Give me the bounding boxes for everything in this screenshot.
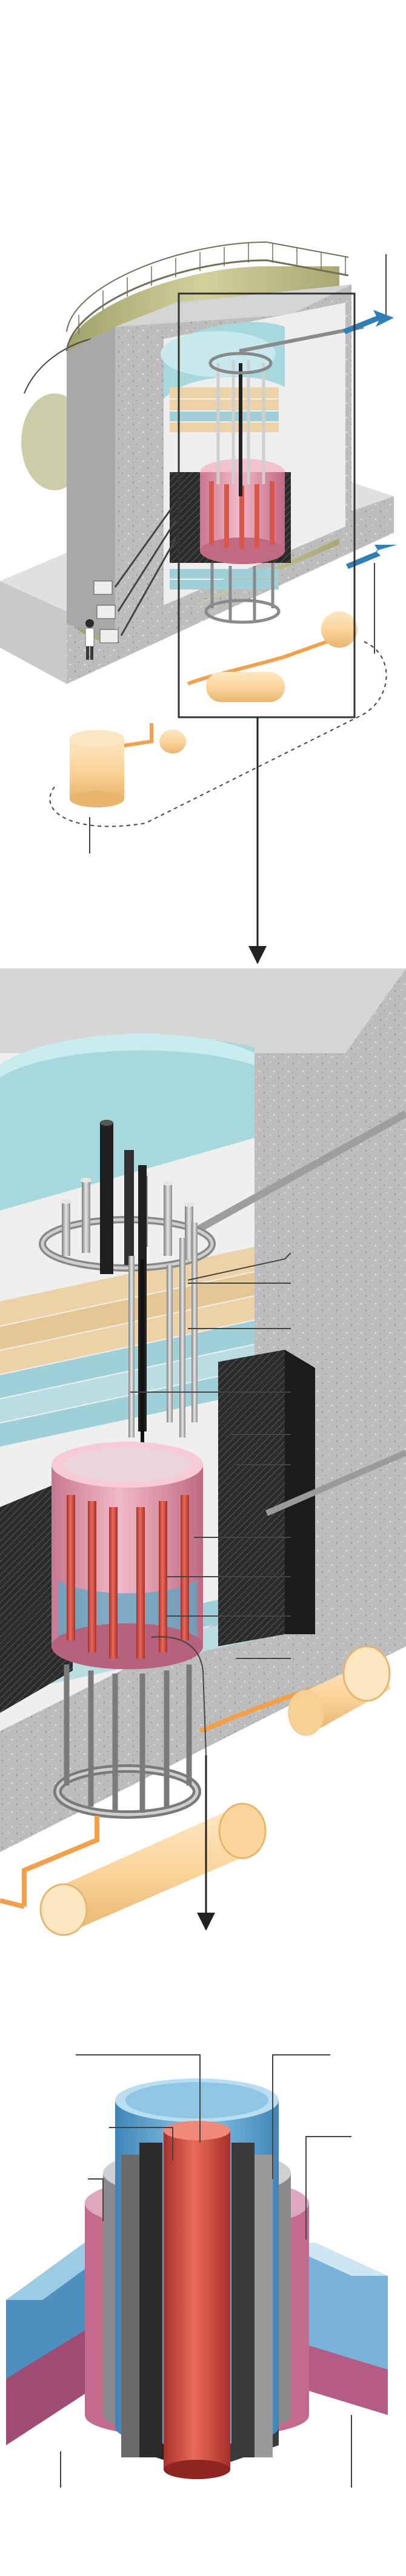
fuel-core-cylinder xyxy=(52,1442,203,1669)
reactor-core-closeup xyxy=(0,968,406,1936)
top-railing xyxy=(65,241,349,352)
control-panels xyxy=(93,502,177,643)
overview-callouts xyxy=(89,254,387,853)
closeup-tank-left xyxy=(39,1802,267,1936)
coolant-flow-arrows xyxy=(343,310,397,569)
fuel-rods xyxy=(67,1495,189,1658)
closeup-callouts xyxy=(130,1252,291,1756)
tank-vertical xyxy=(70,730,124,807)
inner-walls xyxy=(121,2143,273,2457)
cutaway-opening xyxy=(161,303,364,624)
shield-layers xyxy=(170,387,279,590)
operator-figure xyxy=(85,619,95,660)
fuel-element-cutaway xyxy=(6,2054,388,2488)
control-rods-small xyxy=(216,360,265,484)
pool-water xyxy=(0,1033,255,1211)
closeup-cooling-loop xyxy=(0,1645,391,1936)
closeup-tank-right xyxy=(288,1645,391,1736)
overview-cutaway xyxy=(0,241,397,964)
pump-small xyxy=(159,729,186,754)
tank-right xyxy=(321,611,358,648)
cooling-loop xyxy=(49,611,387,827)
detail-frame xyxy=(178,292,356,718)
tank-horizontal xyxy=(206,672,285,702)
central-fuel-rod xyxy=(164,2121,230,2479)
support-cage-small xyxy=(204,563,281,624)
fuel-element-callouts xyxy=(60,2054,352,2488)
core-support-cage xyxy=(53,1664,201,1819)
beam-tube xyxy=(265,1450,406,1516)
